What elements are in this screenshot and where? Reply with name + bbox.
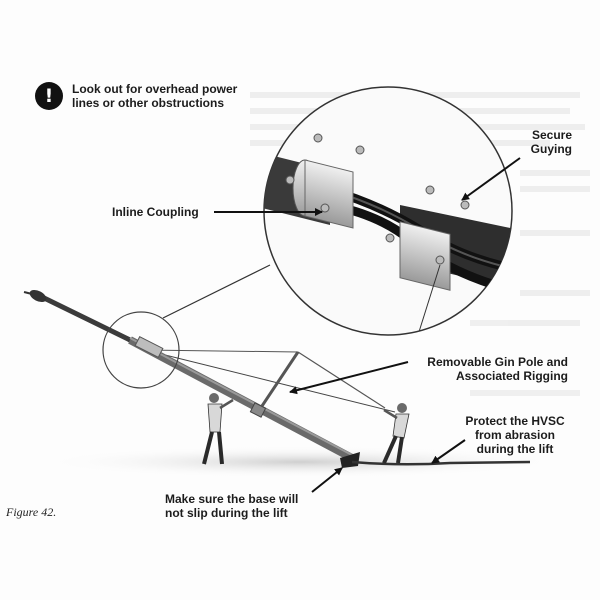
hvsc-cable xyxy=(351,460,531,466)
coupling-detail-view xyxy=(263,86,513,336)
secure-guying-arrow xyxy=(461,157,521,201)
gin-pole-rigging xyxy=(297,351,386,409)
gin-pole-label: Removable Gin Pole and Associated Riggin… xyxy=(427,355,568,383)
pole-base xyxy=(340,452,360,468)
coupling-magnifier-small xyxy=(102,311,180,389)
protect-hvsc-arrow xyxy=(431,439,466,464)
gin-pole-arrow xyxy=(289,361,409,395)
pole-finial xyxy=(23,289,47,303)
magnifier-link xyxy=(162,264,271,319)
base-slip-arrow xyxy=(311,467,343,493)
worker-right xyxy=(382,403,410,464)
gin-pole xyxy=(256,351,300,413)
exclamation-icon: ! xyxy=(35,82,63,110)
inline-coupling-label: Inline Coupling xyxy=(112,205,199,219)
ground-shadow xyxy=(40,446,560,478)
guy-wire xyxy=(144,349,396,413)
protect-hvsc-label: Protect the HVSC from abrasion during th… xyxy=(465,414,565,456)
gin-pole-rigging xyxy=(144,349,299,353)
base-slip-label: Make sure the base will not slip during … xyxy=(165,492,299,520)
main-pole xyxy=(37,293,354,462)
worker-left xyxy=(202,393,234,465)
secure-guying-label: Secure Guying xyxy=(530,128,572,156)
figure-caption: Figure 42. xyxy=(6,505,57,519)
warning-text: Look out for overhead power lines or oth… xyxy=(72,82,238,110)
